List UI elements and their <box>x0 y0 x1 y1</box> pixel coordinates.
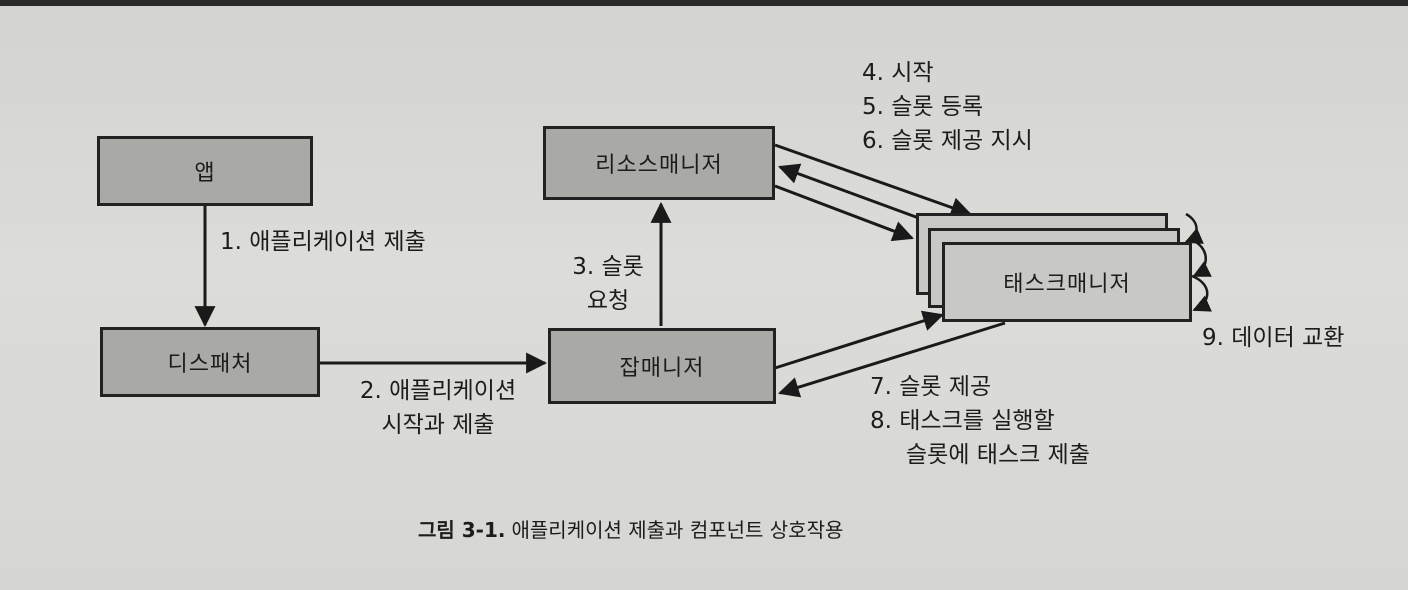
arrow-taskmanager-to-resourcemanager <box>778 163 936 226</box>
step2-line2: 시작과 제출 <box>381 412 495 438</box>
arrow-resourcemanager-to-taskmanager-1 <box>774 143 972 218</box>
step2-label: 2. 애플리케이션 시작과 제출 <box>338 374 538 442</box>
app-box: 앱 <box>97 136 313 206</box>
step1-label: 1. 애플리케이션 제출 <box>220 229 426 255</box>
step4-text: 4. 시작 <box>862 60 934 86</box>
task-manager-label: 태스크매니저 <box>1003 272 1131 297</box>
app-label: 앱 <box>194 161 216 186</box>
data-exchange-loop-3 <box>1191 274 1212 312</box>
step9-label: 9. 데이터 교환 <box>1202 325 1345 351</box>
step3-label: 3. 슬롯 요청 <box>558 250 658 318</box>
figure-number: 그림 3-1. <box>418 518 506 542</box>
top-edge-band <box>0 0 1408 6</box>
step5-text: 5. 슬롯 등록 <box>862 94 984 120</box>
steps-7-8-label: 7. 슬롯 제공 8. 태스크를 실행할 슬롯에 태스크 제출 <box>870 370 1090 472</box>
step3-line2: 요청 <box>586 288 630 314</box>
figure-caption: 그림 3-1.애플리케이션 제출과 컴포넌트 상호작용 <box>418 514 843 543</box>
data-exchange-loop-2 <box>1191 238 1213 278</box>
resource-manager-box: 리소스매니저 <box>543 126 775 200</box>
task-manager-box: 태스크매니저 <box>942 242 1192 322</box>
step3-line1: 3. 슬롯 <box>572 254 644 280</box>
figure-caption-text: 애플리케이션 제출과 컴포넌트 상호작용 <box>511 518 844 542</box>
dispatcher-box: 디스패처 <box>100 327 320 397</box>
steps-4-6-label: 4. 시작 5. 슬롯 등록 6. 슬롯 제공 지시 <box>862 56 1033 158</box>
data-exchange-loop-1 <box>1184 212 1204 244</box>
step6-text: 6. 슬롯 제공 지시 <box>862 128 1033 154</box>
arrow-jobmanager-to-taskmanager <box>774 310 945 370</box>
job-manager-box: 잡매니저 <box>548 328 776 404</box>
arrow-taskmanager-to-jobmanager <box>777 321 1006 398</box>
step2-line1: 2. 애플리케이션 <box>359 378 517 404</box>
step8-line2: 슬롯에 태스크 제출 <box>906 442 1090 468</box>
step7-text: 7. 슬롯 제공 <box>870 374 992 400</box>
dispatcher-label: 디스패처 <box>167 352 253 377</box>
step8-line1: 8. 태스크를 실행할 <box>870 408 1055 434</box>
job-manager-label: 잡매니저 <box>619 356 705 381</box>
resource-manager-label: 리소스매니저 <box>595 153 723 178</box>
arrow-resourcemanager-to-taskmanager-2 <box>774 184 914 242</box>
